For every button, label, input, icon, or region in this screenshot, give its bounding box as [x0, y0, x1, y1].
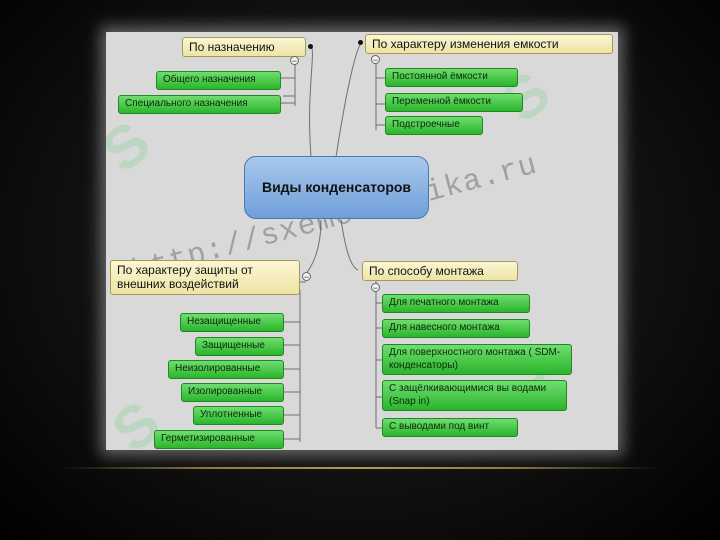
collapse-toggle-icon[interactable]: −: [302, 272, 311, 282]
collapse-toggle-icon[interactable]: −: [371, 283, 380, 293]
leaf-snap-in[interactable]: С защёлкивающимися вы водами (Snap in): [382, 380, 567, 411]
mindmap-panel: S S S S http://sxemotehnika.ru По назнач…: [106, 32, 618, 450]
leaf-general-purpose[interactable]: Общего назначения: [156, 71, 281, 90]
leaf-screw-terminal[interactable]: С выводами под винт: [382, 418, 518, 437]
leaf-special-purpose[interactable]: Специального назначения: [118, 95, 281, 114]
collapse-dot: [358, 40, 363, 45]
category-purpose[interactable]: По назначению: [182, 37, 306, 58]
collapse-toggle-icon[interactable]: −: [371, 55, 380, 65]
leaf-uninsulated[interactable]: Неизолированные: [168, 360, 284, 379]
collapse-toggle-icon[interactable]: −: [290, 56, 299, 66]
category-capacity[interactable]: По характеру изменения емкости: [365, 34, 613, 55]
leaf-fixed-capacity[interactable]: Постоянной ёмкости: [385, 68, 518, 87]
leaf-trimmer[interactable]: Подстроечные: [385, 116, 483, 135]
leaf-wire-mount[interactable]: Для навесного монтажа: [382, 319, 530, 338]
category-mounting[interactable]: По способу монтажа: [362, 261, 518, 282]
leaf-pcb-mount[interactable]: Для печатного монтажа: [382, 294, 530, 313]
category-protection[interactable]: По характеру защиты от внешних воздейств…: [110, 260, 300, 295]
leaf-surface-mount[interactable]: Для поверхностного монтажа ( SDM-конденс…: [382, 344, 572, 375]
collapse-dot: [308, 44, 313, 49]
center-topic[interactable]: Виды конденсаторов: [244, 156, 429, 219]
divider-line: [60, 467, 660, 469]
leaf-protected[interactable]: Защищенные: [195, 337, 284, 356]
leaf-hermetic[interactable]: Герметизированные: [154, 430, 284, 449]
leaf-insulated[interactable]: Изолированные: [181, 383, 284, 402]
leaf-unprotected[interactable]: Незащищенные: [180, 313, 284, 332]
leaf-variable-capacity[interactable]: Переменной ёмкости: [385, 93, 523, 112]
leaf-sealed[interactable]: Уплотненные: [193, 406, 284, 425]
